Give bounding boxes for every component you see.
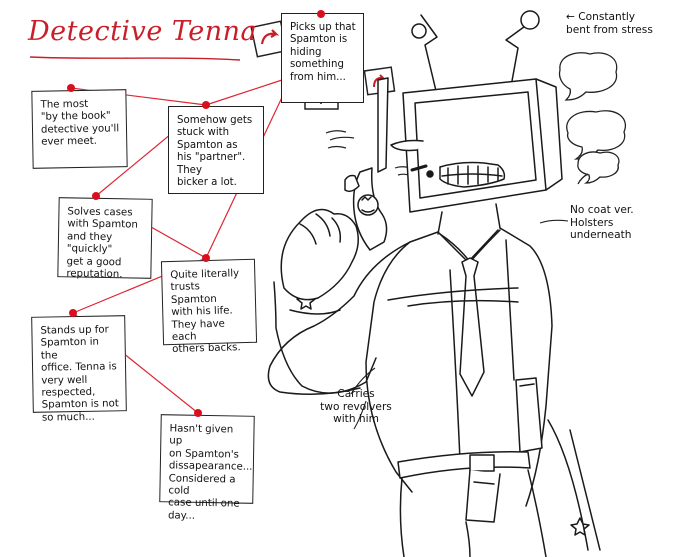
note-cold-case: Hasn't given up on Spamton's dissapearan… (159, 414, 255, 522)
pin (202, 254, 210, 262)
page-title: Detective Tenna (28, 16, 258, 47)
annotation-antenna: ← Constantly bent from stress (566, 11, 653, 36)
pin (67, 84, 75, 92)
speech-bubbles (558, 52, 626, 185)
note-stands-up: Stands up for Spamton in the office. Ten… (31, 315, 127, 423)
pin (202, 101, 210, 109)
note-solves-cases: Solves cases with Spamton and they "quic… (57, 197, 153, 280)
pin (92, 192, 100, 200)
annotation-coat: No coat ver. Holsters underneath (570, 204, 634, 242)
detective-tenna-figure (267, 10, 601, 557)
title-underline (29, 56, 241, 61)
annotation-revolvers: Carries two revolvers with him (320, 388, 392, 426)
note-trusts-spamton: Quite literally trusts Spamton with his … (160, 258, 258, 355)
pin (69, 309, 77, 317)
note-by-the-book: The most "by the book" detective you'll … (31, 89, 128, 169)
pin (194, 409, 202, 417)
pin (317, 10, 325, 18)
note-partner: Somehow gets stuck with Spamton as his "… (168, 106, 264, 194)
note-hiding-something: Picks up that Spamton is hiding somethin… (281, 13, 364, 103)
